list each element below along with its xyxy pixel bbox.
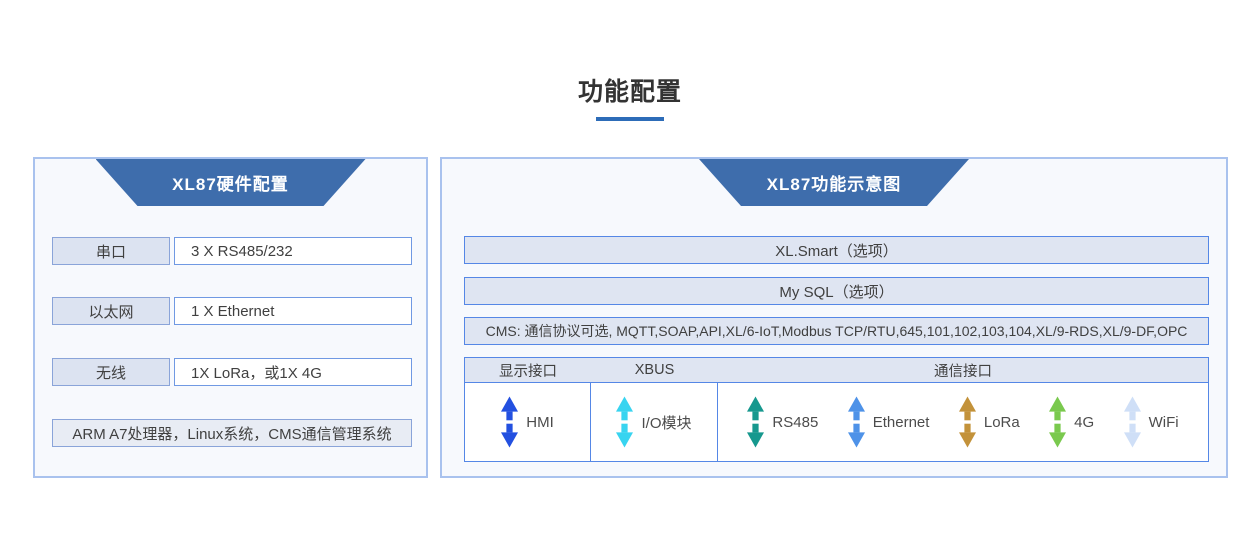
port-io-module: I/O模块 — [616, 396, 692, 448]
port-label: WiFi — [1148, 413, 1179, 431]
wireless-label: 无线 — [52, 358, 170, 386]
port-label: LoRa — [983, 413, 1020, 431]
port-label: 4G — [1074, 413, 1095, 431]
serial-label: 串口 — [52, 237, 170, 265]
xbus-cell: I/O模块 — [591, 383, 718, 461]
serial-value: 3 X RS485/232 — [174, 237, 412, 265]
display-interface-header: 显示接口 — [499, 363, 557, 380]
xbus-header: XBUS — [634, 362, 675, 378]
port-ethernet: Ethernet — [847, 396, 930, 448]
ethernet-label: 以太网 — [52, 297, 170, 325]
title-underline — [596, 117, 664, 121]
hardware-summary-row: ARM A7处理器，Linux系统，CMS通信管理系统 — [52, 419, 412, 447]
function-diagram-panel: XL87功能示意图 XL.Smart（选项） My SQL（选项） CMS: 通… — [440, 157, 1228, 478]
port-label: Ethernet — [872, 413, 930, 431]
comm-interface-cell: RS485 Ethernet LoRa 4G — [718, 383, 1208, 461]
hardware-config-panel: XL87硬件配置 串口 3 X RS485/232 以太网 1 X Ethern… — [33, 157, 428, 478]
hardware-panel-header: XL87硬件配置 — [96, 159, 366, 206]
updown-arrow-icon — [747, 396, 765, 448]
function-panel-header: XL87功能示意图 — [699, 159, 969, 206]
port-label: HMI — [526, 413, 554, 431]
updown-arrow-icon — [1049, 396, 1067, 448]
port-lora: LoRa — [958, 396, 1020, 448]
port-label: RS485 — [772, 413, 819, 431]
interface-ports-row: HMI I/O模块 RS485 Ethernet — [464, 383, 1209, 462]
port-hmi: HMI — [501, 396, 554, 448]
updown-arrow-icon — [958, 396, 976, 448]
wireless-value: 1X LoRa，或1X 4G — [174, 358, 412, 386]
page-title: 功能配置 — [577, 78, 682, 106]
port-wifi: WiFi — [1123, 396, 1179, 448]
port-label: I/O模块 — [641, 414, 692, 432]
port-4g: 4G — [1049, 396, 1094, 448]
updown-arrow-icon — [847, 396, 865, 448]
updown-arrow-icon — [1123, 396, 1141, 448]
display-interface-cell: HMI — [465, 383, 591, 461]
mysql-row: My SQL（选项） — [464, 277, 1209, 305]
interface-columns-header: 显示接口 XBUS 通信接口 — [464, 357, 1209, 383]
port-rs485: RS485 — [747, 396, 818, 448]
updown-arrow-icon — [501, 396, 519, 448]
ethernet-value: 1 X Ethernet — [174, 297, 412, 325]
updown-arrow-icon — [616, 396, 634, 448]
page-title-block: 功能配置 — [0, 72, 1260, 121]
comm-interface-header: 通信接口 — [934, 363, 992, 380]
cms-protocols-row: CMS: 通信协议可选, MQTT,SOAP,API,XL/6-IoT,Modb… — [464, 317, 1209, 345]
xlsmart-row: XL.Smart（选项） — [464, 236, 1209, 264]
